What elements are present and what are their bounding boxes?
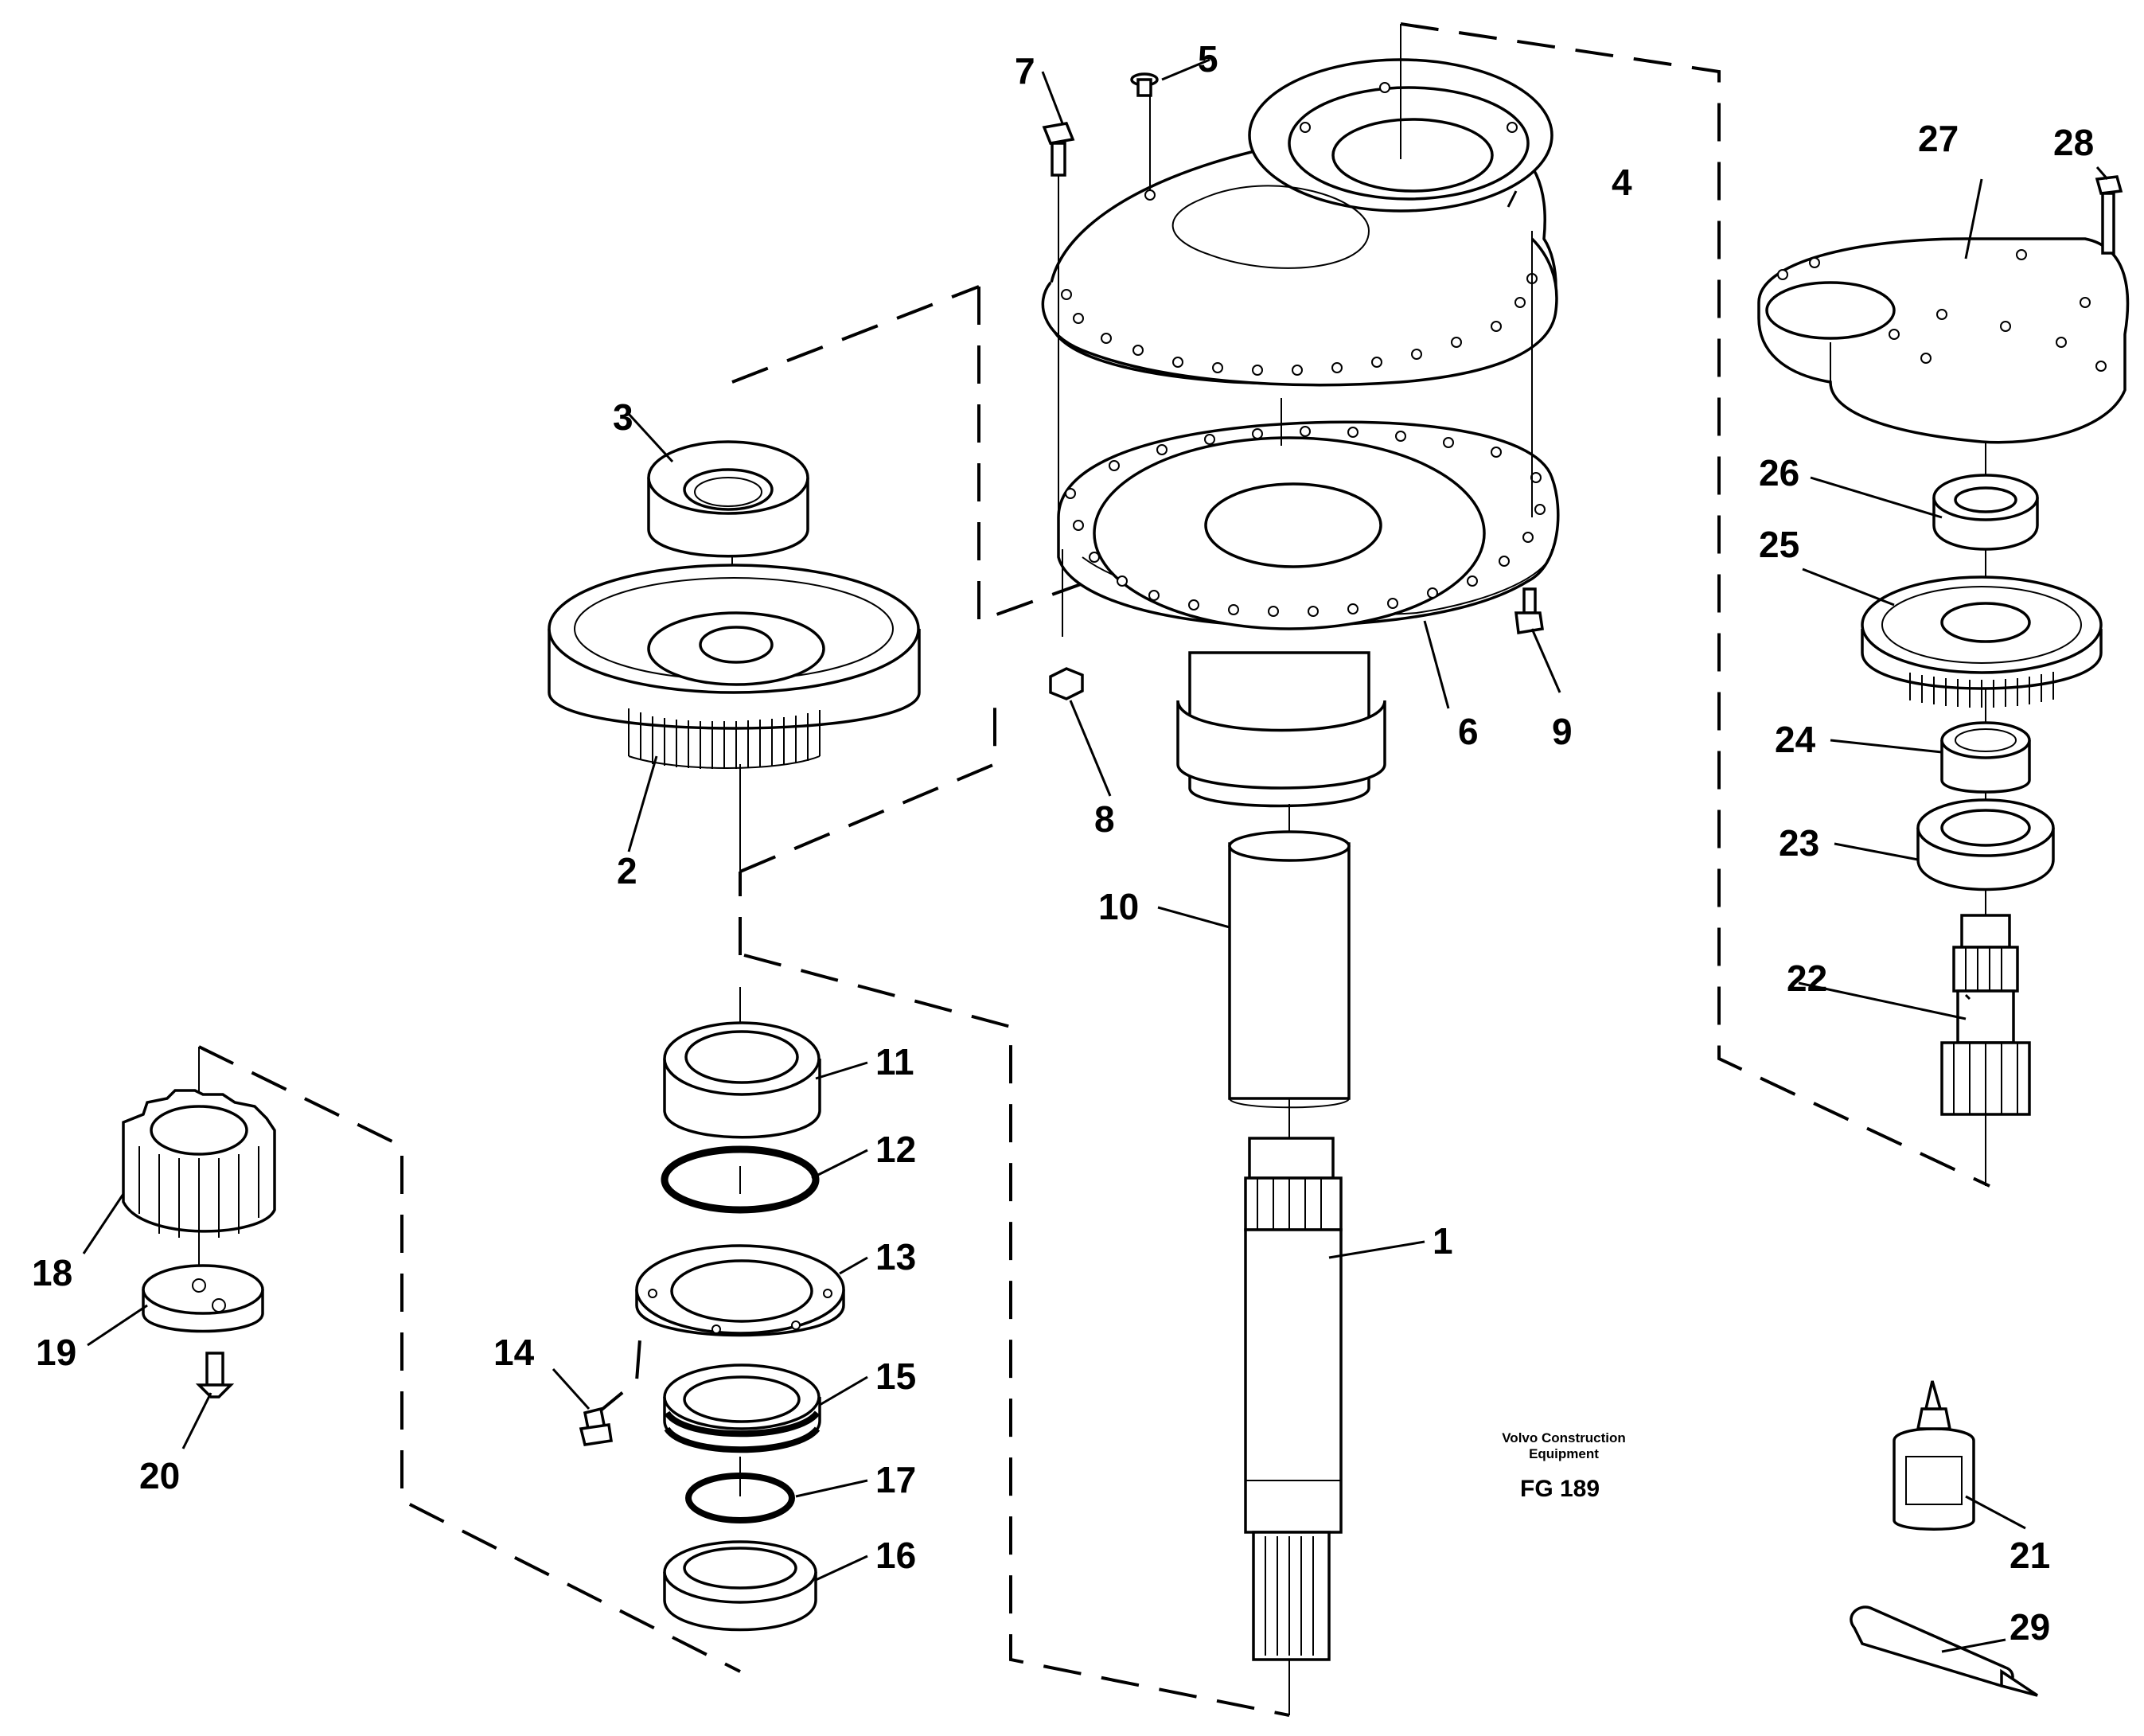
- part-2-large-gear: [548, 564, 921, 872]
- part-18-pinion: [122, 1089, 276, 1238]
- part-12-o-ring: [661, 1145, 820, 1214]
- part-8-nut: [1049, 667, 1084, 700]
- part-26-bearing: [1932, 474, 2039, 551]
- callout-19: 19: [36, 1332, 76, 1373]
- part-19-washer: [142, 1264, 264, 1333]
- callout-13: 13: [875, 1236, 916, 1278]
- part-29-tube: [1850, 1605, 2038, 1697]
- callout-27: 27: [1918, 118, 1959, 159]
- callout-3: 3: [613, 396, 633, 438]
- figure-code: FG 189: [1520, 1476, 1600, 1502]
- part-17-ring: [685, 1473, 795, 1523]
- callout-24: 24: [1775, 719, 1816, 760]
- callout-6: 6: [1458, 711, 1479, 752]
- callout-10: 10: [1098, 886, 1139, 927]
- part-14-screw: [579, 1328, 642, 1446]
- callout-26: 26: [1759, 452, 1799, 493]
- part-13-seal-cover: [635, 1244, 845, 1337]
- part-5-plug: [1130, 72, 1159, 191]
- part-20-screw: [195, 1352, 235, 1399]
- callout-16: 16: [875, 1535, 916, 1576]
- callout-12: 12: [875, 1129, 916, 1170]
- callout-2: 2: [617, 850, 637, 891]
- brand-line-1: Volvo Construction: [1502, 1430, 1626, 1445]
- brand-line-2: Equipment: [1529, 1446, 1599, 1461]
- housing-bolt-holes: [1061, 82, 1538, 376]
- callout-labels: 1 2 3 4 5 6 7 8 9 10 11 12 13 14 15 16 1…: [32, 38, 2094, 1648]
- callout-21: 21: [2010, 1535, 2050, 1576]
- figure-footer: Volvo Construction Equipment FG 189: [1502, 1430, 1626, 1502]
- callout-11: 11: [875, 1041, 914, 1083]
- part-22-pinion-shaft: [1940, 914, 2031, 1116]
- part-28-bolt: [2095, 175, 2123, 255]
- part-7-bolt: [1042, 122, 1075, 231]
- part-15-seal-ring: [663, 1363, 821, 1453]
- part-3-bearing: [647, 440, 809, 558]
- callout-9: 9: [1552, 711, 1573, 752]
- callout-28: 28: [2053, 122, 2094, 163]
- callout-14: 14: [493, 1332, 535, 1373]
- flange-bolt-holes: [1065, 426, 1546, 617]
- part-16-seat-ring: [663, 1540, 817, 1632]
- part-21-bottle: [1893, 1380, 1975, 1531]
- part-6-flange-hub: [1057, 420, 1560, 808]
- callout-15: 15: [875, 1356, 916, 1397]
- part-27-cover-plate: [1757, 237, 2130, 444]
- gear-teeth: [628, 708, 821, 769]
- callout-25: 25: [1759, 524, 1799, 565]
- callout-18: 18: [32, 1252, 72, 1293]
- part-24-spacer: [1940, 721, 2031, 794]
- callout-29: 29: [2010, 1606, 2050, 1648]
- part-11-bearing: [663, 1021, 821, 1139]
- callout-5: 5: [1198, 38, 1218, 80]
- callout-20: 20: [139, 1455, 180, 1496]
- part-1-shaft: [1244, 1137, 1343, 1661]
- callout-8: 8: [1094, 798, 1115, 840]
- callout-23: 23: [1779, 822, 1819, 864]
- part-25-gear: [1861, 575, 2103, 708]
- part-23-bearing: [1916, 798, 2055, 891]
- callout-17: 17: [875, 1459, 916, 1500]
- part-9-bolt: [1514, 587, 1544, 635]
- callout-7: 7: [1015, 50, 1035, 92]
- callout-1: 1: [1433, 1220, 1453, 1262]
- part-4-upper-housing: [1041, 58, 1558, 387]
- callout-4: 4: [1612, 162, 1632, 203]
- leader-lines: [82, 58, 2109, 1653]
- part-10-sleeve: [1228, 830, 1351, 1109]
- callout-22: 22: [1787, 958, 1827, 999]
